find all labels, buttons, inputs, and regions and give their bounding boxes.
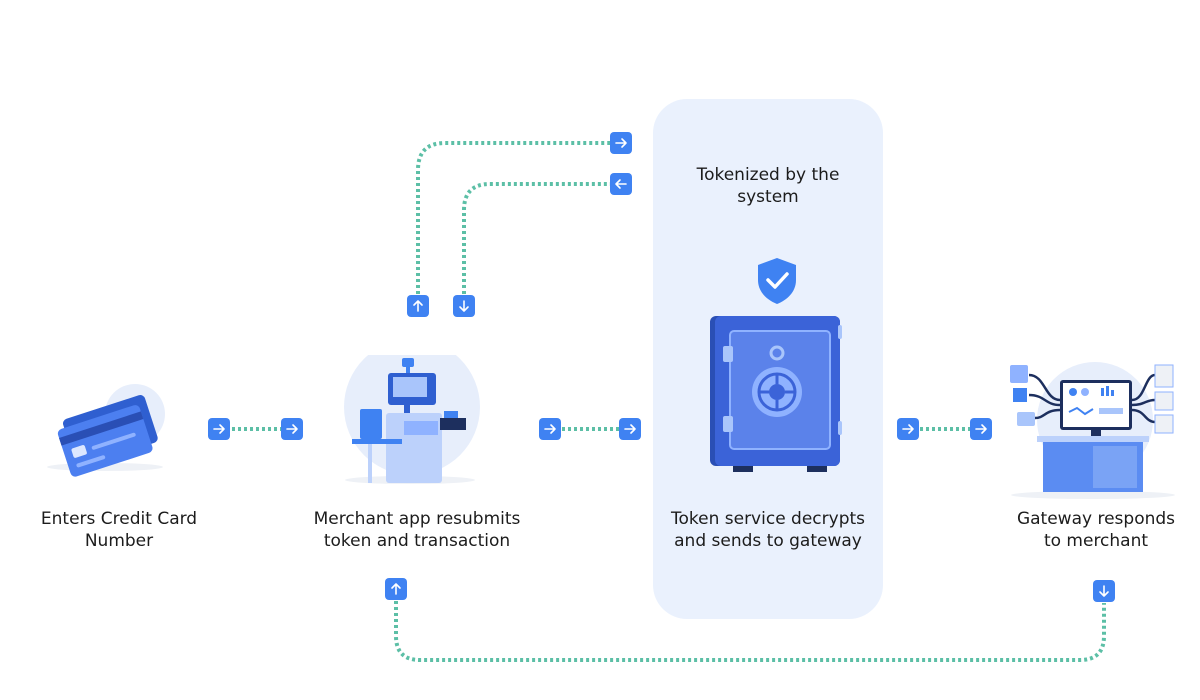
step-gateway-label: Gateway responds to merchant bbox=[1016, 509, 1176, 551]
arrow-down-icon bbox=[453, 295, 475, 317]
arrow-left-icon bbox=[610, 173, 632, 195]
arrow-right-icon bbox=[208, 418, 230, 440]
arrow-right-icon bbox=[281, 418, 303, 440]
connector-merchant-up-to-token bbox=[416, 141, 610, 294]
step-card-label: Enters Credit Card Number bbox=[40, 509, 198, 551]
arrow-right-icon bbox=[539, 418, 561, 440]
credit-card-icon bbox=[47, 384, 165, 477]
arrow-right-icon bbox=[897, 418, 919, 440]
arrow-right-icon bbox=[970, 418, 992, 440]
shield-check-icon bbox=[758, 258, 796, 304]
step-merchant-label: Merchant app resubmits token and transac… bbox=[313, 509, 521, 551]
vault-icon bbox=[710, 316, 842, 472]
gateway-server-icon bbox=[1010, 362, 1175, 499]
step-token-service-label: Token service decrypts and sends to gate… bbox=[670, 509, 866, 551]
arrow-right-icon bbox=[610, 132, 632, 154]
arrow-up-icon bbox=[385, 578, 407, 600]
arrow-down-icon bbox=[1093, 580, 1115, 602]
checkout-terminal-icon bbox=[344, 355, 480, 484]
arrow-right-icon bbox=[619, 418, 641, 440]
step-tokenized-label: Tokenized by the system bbox=[696, 165, 840, 207]
connector-token-back-to-merchant bbox=[462, 182, 610, 294]
connector-gateway-to-merchant bbox=[394, 601, 1106, 662]
arrow-up-icon bbox=[407, 295, 429, 317]
